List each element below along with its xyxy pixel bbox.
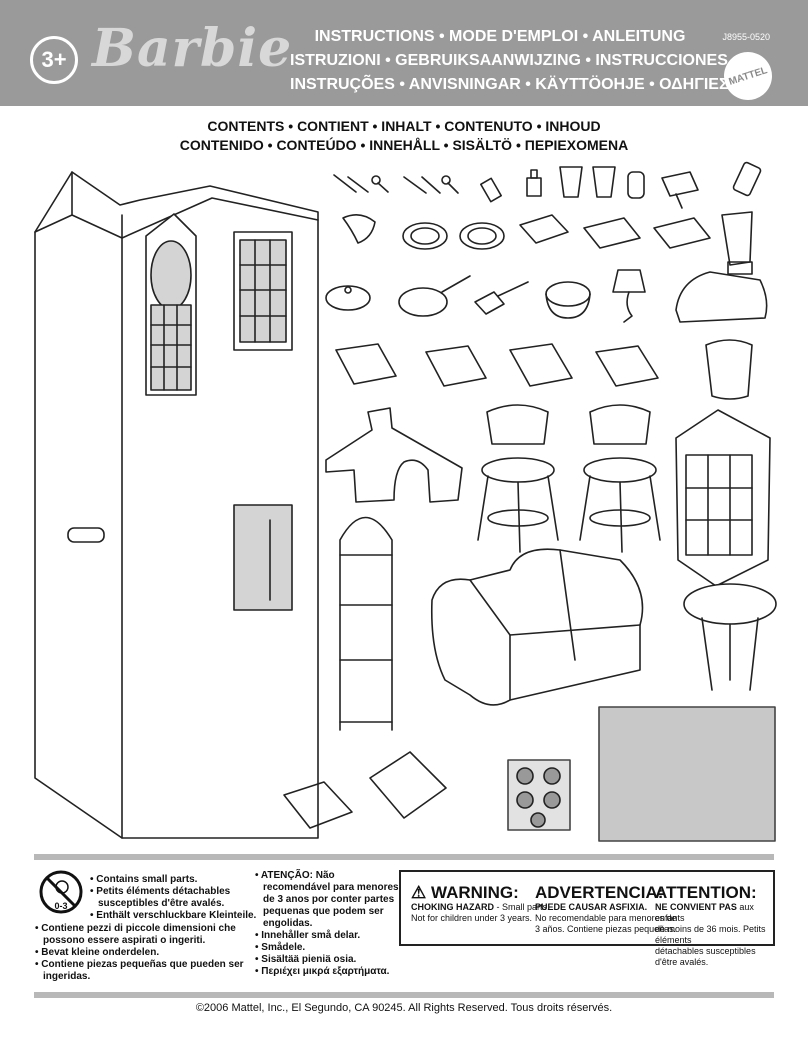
- warning-line: de 3 anos por conter partes: [263, 894, 395, 905]
- instructions-title-line1: INSTRUCTIONS • MODE D'EMPLOI • ANLEITUNG: [314, 28, 686, 45]
- warning-text: 3 años. Contiene piezas pequeñas.: [535, 924, 677, 934]
- warning-text: aux enfants: [655, 902, 754, 923]
- warning-heading: ATTENTION:: [655, 883, 757, 902]
- sofa-illustration: [430, 548, 644, 706]
- warning-english: ⚠ WARNING: CHOKING HAZARD - Small parts.…: [411, 884, 550, 924]
- warning-text: de moins de 36 mois. Petits éléments: [655, 924, 766, 945]
- warning-line: • ATENÇÃO: Não: [255, 870, 335, 881]
- instructions-title-line3: INSTRUÇÕES • ANVISNINGAR • KÄYTTÖOHJE • …: [290, 76, 729, 93]
- age-badge: 3+: [30, 36, 78, 84]
- warning-line: possono essere aspirati o ingeriti.: [43, 935, 206, 946]
- warning-line: ingeridas.: [43, 971, 91, 982]
- bay-window-illustration: [675, 409, 771, 587]
- warning-line: • Contiene piezas pequeñas que pueden se…: [35, 959, 244, 970]
- warning-line: • Petits éléments détachables: [90, 886, 231, 897]
- brand-logo: Barbie: [92, 18, 293, 79]
- warning-heading: WARNING:: [430, 883, 519, 902]
- warning-line: • Innehåller små delar.: [255, 930, 361, 941]
- warning-line: pequenas que podem ser: [263, 906, 384, 917]
- cookware-illustration: [325, 269, 768, 323]
- warning-line: • Smådele.: [255, 942, 306, 953]
- instructions-title-line2: ISTRUZIONI • GEBRUIKSAANWIJZING • INSTRU…: [290, 52, 728, 69]
- contents-title-line2: CONTENIDO • CONTEÚDO • INNEHÅLL • SISÄLT…: [179, 137, 629, 153]
- house-tower-illustration: [34, 171, 319, 839]
- contents-title-line1: CONTENTS • CONTIENT • INHALT • CONTENUTO…: [207, 118, 601, 134]
- sticker-sheets-illustration: [507, 706, 776, 842]
- under-3-warning-icon: 0-3: [39, 870, 83, 914]
- age-symbol-label: 0-3: [54, 901, 67, 911]
- warning-list-bottom: • Contiene pezzi di piccole dimensioni c…: [35, 923, 244, 983]
- warning-line: recomendável para menores: [263, 882, 399, 893]
- choking-hazard-box: ⚠ WARNING: CHOKING HAZARD - Small parts.…: [399, 870, 775, 967]
- phone-illustration: [732, 161, 762, 197]
- warning-line: • Sisältää pieniä osia.: [255, 954, 357, 965]
- rug-illustration: [283, 751, 447, 829]
- utensils-illustration: [333, 174, 459, 194]
- warning-list-top: • Contains small parts. • Petits élément…: [90, 874, 256, 922]
- warning-list-middle: • ATENÇÃO: Não recomendável para menores…: [255, 870, 399, 978]
- warning-line: • Contains small parts.: [90, 874, 198, 885]
- warning-triangle-icon: ⚠: [411, 883, 427, 902]
- copyright-footer: ©2006 Mattel, Inc., El Segundo, CA 90245…: [195, 1002, 613, 1014]
- kitchen-items-illustration: [342, 211, 753, 275]
- warning-subheading: NE CONVIENT PAS: [655, 902, 737, 912]
- warning-line: • Περιέχει μικρά εξαρτήματα.: [255, 966, 390, 977]
- warning-line: • Enthält verschluckbare Kleinteile.: [90, 910, 257, 921]
- bottles-illustration: [480, 166, 699, 209]
- bar-stools-illustration: [477, 404, 661, 553]
- warning-subheading: PUEDE CAUSAR ASFIXIA.: [535, 902, 648, 912]
- fireplace-illustration: [325, 407, 463, 503]
- warning-text: - Small parts.: [494, 902, 550, 912]
- warning-spanish: ADVERTENCIA: PUEDE CAUSAR ASFIXIA. No re…: [535, 884, 677, 935]
- trays-illustration: [335, 339, 753, 400]
- header-banner: 3+ Barbie INSTRUCTIONS • MODE D'EMPLOI •…: [0, 0, 808, 107]
- product-code: J8955-0520: [722, 32, 770, 42]
- warning-line: • Contiene pezzi di piccole dimensioni c…: [35, 923, 236, 934]
- warning-line: susceptibles d'être avalés.: [98, 898, 225, 909]
- warning-line: engolidas.: [263, 918, 313, 929]
- warning-text: Not for children under 3 years.: [411, 913, 533, 923]
- shelf-illustration: [339, 516, 393, 731]
- warning-text: détachables susceptibles d'être avalés.: [655, 946, 756, 967]
- side-table-illustration: [683, 583, 777, 691]
- top-divider: [34, 854, 774, 860]
- warning-text: No recomendable para menores de: [535, 913, 677, 923]
- warning-line: • Bevat kleine onderdelen.: [35, 947, 160, 958]
- warning-subheading: CHOKING HAZARD: [411, 902, 494, 912]
- warning-french: ATTENTION: NE CONVIENT PAS aux enfants d…: [655, 884, 773, 968]
- warning-heading: ADVERTENCIA:: [535, 883, 664, 902]
- bottom-divider: [34, 992, 774, 998]
- contents-illustration: [34, 161, 777, 842]
